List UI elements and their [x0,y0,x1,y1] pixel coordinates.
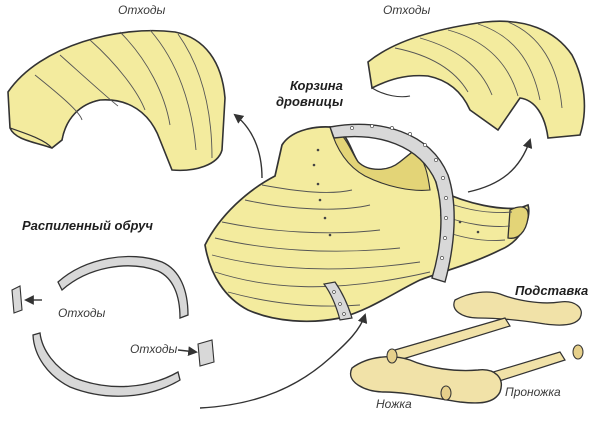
label-waste-top-left: Отходы [118,3,166,17]
arrows [24,113,533,409]
sawn-hoop [11,255,215,397]
waste-piece-top-right [367,20,586,139]
label-crossbar: Проножка [505,385,561,399]
arrow-to-scrap-right [177,346,198,357]
label-stand: Подставка [515,283,589,298]
arrow-to-waste-top-right [467,138,533,193]
label-waste-top-right: Отходы [383,3,431,17]
label-basket-line1: Корзина [290,78,343,93]
label-leg: Ножка [376,397,412,411]
basket-body [204,126,530,323]
arrow-to-waste-top-left [233,113,263,179]
basket-hoop-band [322,123,455,321]
arrow-hoop-to-basket [199,313,368,409]
hoop-scrap-left [11,285,23,314]
stand [349,291,584,404]
hoop-scrap-right [197,339,215,367]
label-basket-line2: дровницы [276,94,344,109]
label-waste-left: Отходы [58,306,106,320]
label-waste-right: Отходы [130,342,178,356]
label-sawn-hoop: Распиленный обруч [22,218,153,233]
waste-piece-top-left [7,29,226,172]
